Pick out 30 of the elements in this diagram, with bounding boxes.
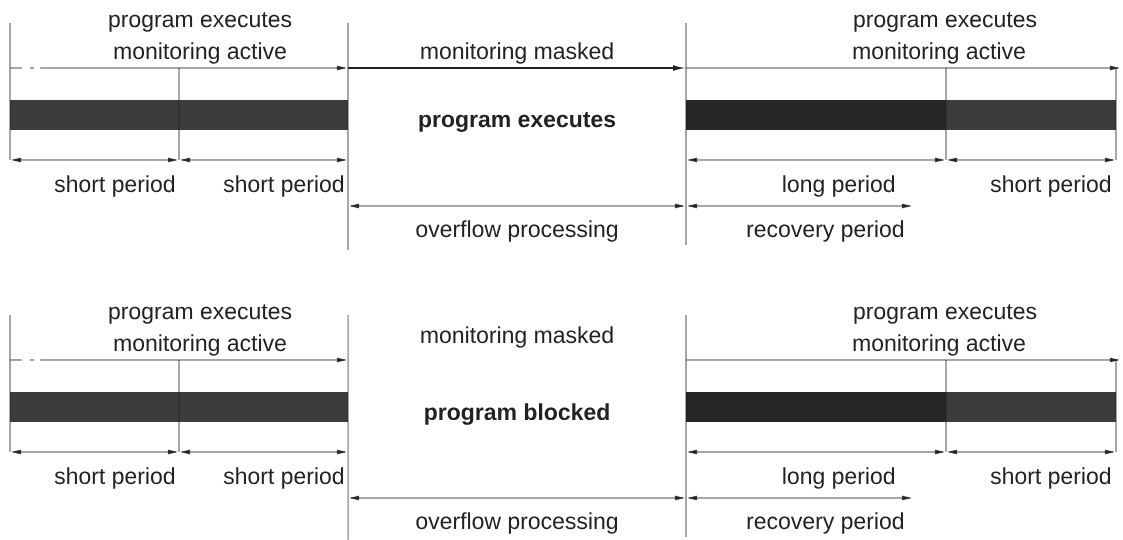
period-label: short period [54,175,175,197]
state-label: program executes [419,112,616,132]
phase-label: program executes [854,12,1037,32]
phase-label: program executes [109,304,292,324]
phase-label: monitoring active [853,42,1025,64]
period-label: long period [783,467,895,489]
period-label: short period [223,175,344,197]
period-label: overflow processing [416,220,618,242]
phase-label: monitoring masked [421,42,613,64]
phase-label: program executes [109,12,292,32]
phase-label: monitoring active [853,334,1025,356]
period-bar [946,392,1116,422]
state-label: program blocked [425,403,609,425]
period-bar [10,392,348,422]
phase-label: monitoring masked [421,326,613,348]
phase-label: program executes [854,304,1037,324]
period-label: recovery period [747,512,904,534]
phase-label: monitoring active [114,42,286,64]
phase-label: monitoring active [114,334,286,356]
period-label: short period [54,467,175,489]
period-label: short period [990,467,1111,489]
period-label: short period [223,467,344,489]
period-bar [686,392,946,422]
period-bar [10,100,348,130]
period-bar [946,100,1116,130]
period-label: long period [783,175,895,197]
period-label: short period [990,175,1111,197]
period-label: recovery period [747,220,904,242]
period-bar [686,100,946,130]
period-label: overflow processing [416,512,618,534]
